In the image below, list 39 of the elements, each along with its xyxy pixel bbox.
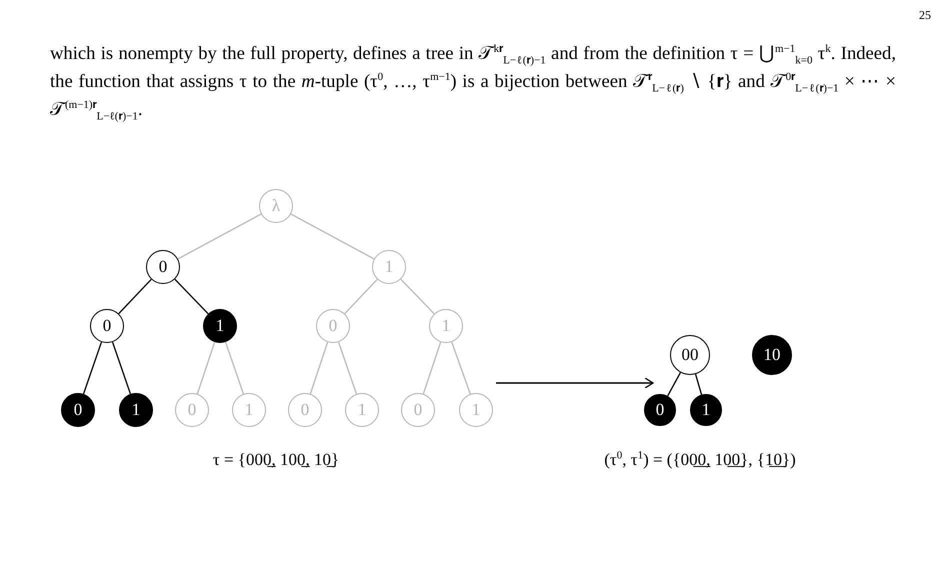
tree-node: 1 xyxy=(345,393,379,427)
tree-edge xyxy=(112,342,132,394)
tree-node: 1 xyxy=(372,250,406,284)
caption: τ = {000̲, 100̲, 10̲} xyxy=(212,450,340,470)
tree-node: 0 xyxy=(401,393,435,427)
tree-node: 00 xyxy=(670,335,710,375)
paragraph: which is nonempty by the full property, defines a tree in 𝒯$^{k𝐫}$$_{L−ℓ(𝐫)−1}$ and from the definition τ = ⋃$^{m−1}$$_{k=0}$ τ$^{k}$. Indeed, the function that assigns τ to the m-tuple (τ$^{0}$, …, τ$^{m−1}$) is a bijection between 𝒯$^{𝐫}$$_{L−ℓ(𝐫)}$ ∖ {𝐫} and 𝒯$^{0𝐫}$$_{L−ℓ(𝐫)−1}$ × ⋯ × 𝒯$^{(m−1)𝐫}$$_{L−ℓ(𝐫)−1}$. xyxy=(50,42,896,124)
tree-node: 1 xyxy=(429,309,463,343)
tree-edge xyxy=(290,214,374,260)
tree-edge xyxy=(451,342,471,394)
tree-edge xyxy=(196,342,216,394)
tree-node: 0 xyxy=(288,393,322,427)
tree-node: 1 xyxy=(459,393,493,427)
tree-node: 0 xyxy=(175,393,209,427)
tree-node: 0 xyxy=(316,309,350,343)
page-number: 25 xyxy=(919,8,931,23)
tree-edge xyxy=(338,342,358,394)
tree-node: λ xyxy=(259,189,293,223)
tree-node: 1 xyxy=(203,309,237,343)
tree-node: 10 xyxy=(752,335,792,375)
tree-edge xyxy=(174,278,209,314)
tree-edge xyxy=(400,278,435,314)
tree-node: 0 xyxy=(644,394,676,426)
tree-edge xyxy=(118,278,152,314)
tree-edge xyxy=(310,342,328,394)
tree-edge xyxy=(694,374,702,395)
tree-node: 1 xyxy=(119,393,153,427)
tree-edge xyxy=(82,342,102,394)
tree-node: 0 xyxy=(146,250,180,284)
tree-node: 0 xyxy=(61,393,95,427)
tree-edge xyxy=(224,342,244,394)
caption: (τ$^{0}$, τ$^{1}$) = ({00̲0̲, 10̲0̲}, {1̲0̲}) xyxy=(604,450,796,470)
tree-edge xyxy=(667,372,681,396)
tree-node: 0 xyxy=(90,309,124,343)
tree-node: 1 xyxy=(690,394,722,426)
tree-edge xyxy=(422,342,442,394)
tree-edge xyxy=(344,278,378,314)
tree-node: 1 xyxy=(232,393,266,427)
tree-edge xyxy=(178,214,262,260)
